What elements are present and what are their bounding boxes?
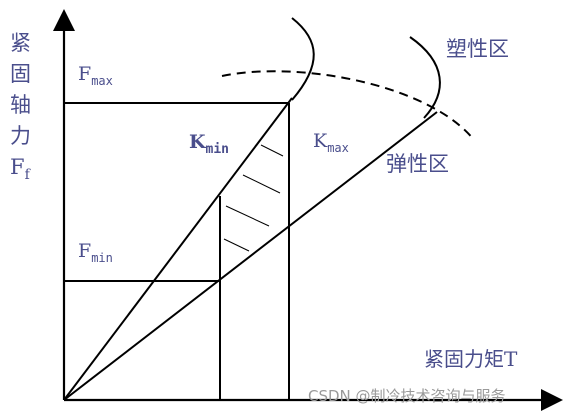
f-max-label: Fmax bbox=[78, 63, 113, 88]
y-axis-label-char-3: 轴 bbox=[10, 93, 31, 117]
plastic-region-label: 塑性区 bbox=[446, 37, 509, 61]
k-max-label: Kmax bbox=[313, 130, 349, 155]
k-max-sub: max bbox=[327, 141, 349, 155]
k-min-slope-line bbox=[63, 97, 293, 401]
k-min-base: K bbox=[189, 131, 207, 153]
y-axis-label-char-2: 固 bbox=[10, 62, 31, 86]
hatch-region bbox=[223, 144, 284, 252]
f-min-sub: min bbox=[91, 251, 113, 265]
plastic-curve-left bbox=[291, 17, 315, 101]
y-axis-label-char-4: 力 bbox=[10, 124, 31, 148]
f-max-sub: max bbox=[91, 74, 113, 88]
f-min-base: F bbox=[78, 240, 91, 262]
y-axis-symbol-sub: f bbox=[25, 167, 32, 183]
x-axis-label: 紧固力矩T bbox=[424, 347, 518, 371]
elastic-region-label: 弹性区 bbox=[386, 152, 449, 176]
y-axis-label-char-1: 紧 bbox=[10, 31, 31, 55]
f-max-base: F bbox=[78, 63, 91, 85]
y-axis-symbol-base: F bbox=[10, 155, 25, 179]
f-min-label: Fmin bbox=[78, 240, 113, 265]
elastic-boundary-dashed bbox=[221, 70, 475, 141]
k-max-slope-line bbox=[63, 111, 438, 401]
k-max-base: K bbox=[313, 130, 328, 152]
watermark: CSDN @制冷技术咨询与服务 bbox=[308, 387, 506, 405]
plastic-curve-right bbox=[409, 36, 441, 119]
y-axis-symbol: Ff bbox=[10, 155, 32, 183]
k-min-label: Kmin bbox=[189, 131, 229, 157]
k-min-sub: min bbox=[206, 142, 229, 157]
